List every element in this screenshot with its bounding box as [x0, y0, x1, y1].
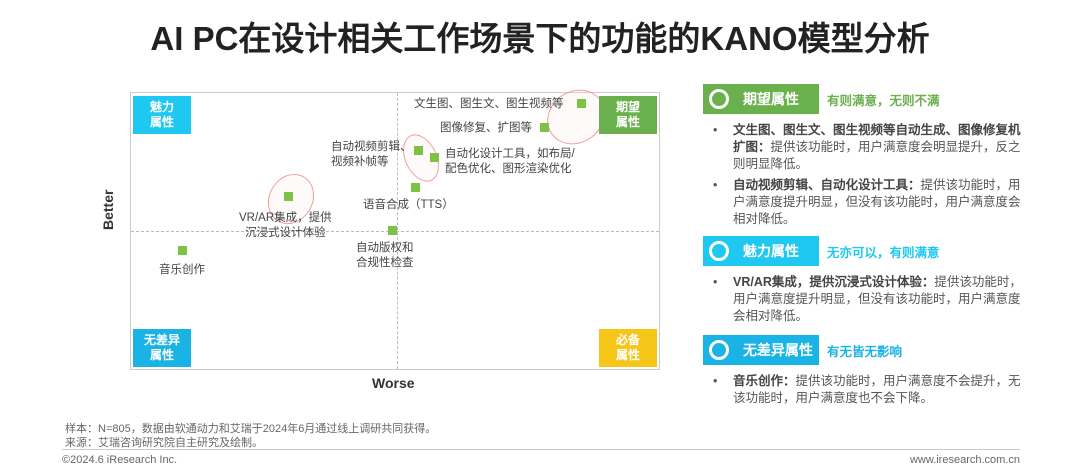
item-desc: 提供该功能时，用户满意度提升明显，但没有该功能时，用户满意度会相对降低。: [733, 178, 1021, 226]
point-label: VR/AR集成，提供 沉浸式设计体验: [239, 212, 332, 239]
quadrant-performance: 期望 属性: [599, 96, 657, 134]
quadrant-must-be: 必备 属性: [599, 329, 657, 367]
legend-title: 无差异属性: [743, 342, 813, 358]
point-label: 音乐创作: [159, 264, 205, 276]
x-axis-label: Worse: [372, 375, 415, 391]
legend-title: 期望属性: [743, 91, 799, 107]
point-label: 自动版权和 合规性检查: [356, 242, 414, 269]
data-point: [284, 192, 294, 202]
kano-chart: 魅力 属性 期望 属性 无差异 属性 必备 属性 文生图、图生文、图生视频等 图…: [130, 78, 660, 370]
legend-header: 期望属性 有则满意，无则不满: [703, 84, 1023, 114]
legend-badge: 期望属性: [703, 84, 819, 114]
item-desc: 提供该功能时，用户满意度会明显提升，反之则明显降低。: [733, 140, 1021, 171]
surprised-face-icon: [709, 241, 729, 261]
quadrant-attractive: 魅力 属性: [133, 96, 191, 134]
data-point: [429, 153, 439, 163]
point-label: 图像修复、扩图等: [440, 122, 532, 134]
point-label: 语音合成（TTS）: [363, 199, 454, 211]
legend-item: 文生图、图生文、图生视频等自动生成、图像修复机扩图：提供该功能时，用户满意度会明…: [703, 122, 1023, 173]
item-feature: VR/AR集成，提供沉浸式设计体验：: [733, 275, 935, 289]
footer-divider: [62, 449, 1020, 450]
ring-icon: [709, 89, 729, 109]
legend-section: 无差异属性 有无皆无影响音乐创作：提供该功能时，用户满意度不会提升，无该功能时，…: [703, 335, 1023, 407]
data-point: [414, 146, 424, 156]
legend-item: 音乐创作：提供该功能时，用户满意度不会提升，无该功能时，用户满意度也不会下降。: [703, 373, 1023, 407]
item-desc: 提供该功能时，用户满意度不会提升，无该功能时，用户满意度也不会下降。: [733, 374, 1021, 405]
legend-section: 期望属性 有则满意，无则不满文生图、图生文、图生视频等自动生成、图像修复机扩图：…: [703, 84, 1023, 228]
legend-header: 魅力属性 无亦可以，有则满意: [703, 236, 1023, 266]
item-desc: 提供该功能时，用户满意度提升明显，但没有该功能时，用户满意度会相对降低。: [733, 275, 1022, 323]
data-point: [387, 225, 397, 235]
item-feature: 自动视频剪辑、自动化设计工具：: [733, 178, 921, 192]
legend-title: 魅力属性: [743, 243, 799, 259]
data-point: [577, 99, 587, 109]
attribute-legend: 期望属性 有则满意，无则不满文生图、图生文、图生视频等自动生成、图像修复机扩图：…: [703, 84, 1023, 415]
gear-icon: [709, 340, 729, 360]
legend-desc: 有则满意，无则不满: [827, 93, 940, 108]
legend-desc: 有无皆无影响: [827, 344, 903, 359]
item-feature: 文生图、图生文、图生视频等自动生成、图像修复机扩图：: [733, 123, 1021, 154]
page-title: AI PC在设计相关工作场景下的功能的KANO模型分析: [150, 20, 930, 57]
website-link[interactable]: www.iresearch.com.cn: [909, 454, 1020, 466]
data-point: [411, 182, 421, 192]
data-point: [540, 122, 550, 132]
source-note: 来源：艾瑞咨询研究院自主研究及绘制。: [65, 437, 263, 449]
legend-badge: 无差异属性: [703, 335, 819, 365]
data-point: [178, 246, 188, 256]
sample-note: 样本：N=805，数据由软通动力和艾瑞于2024年6月通过线上调研共同获得。: [65, 423, 437, 435]
legend-item: 自动视频剪辑、自动化设计工具：提供该功能时，用户满意度提升明显，但没有该功能时，…: [703, 177, 1023, 228]
copyright: ©2024.6 iResearch Inc.: [62, 454, 178, 466]
point-label: 自动视频剪辑、 视频补帧等: [331, 141, 412, 168]
legend-badge: 魅力属性: [703, 236, 819, 266]
legend-section: 魅力属性 无亦可以，有则满意 VR/AR集成，提供沉浸式设计体验：提供该功能时，用…: [703, 236, 1023, 325]
quadrant-indifferent: 无差异 属性: [133, 329, 191, 367]
legend-item: VR/AR集成，提供沉浸式设计体验：提供该功能时，用户满意度提升明显，但没有该功…: [703, 274, 1023, 325]
legend-header: 无差异属性 有无皆无影响: [703, 335, 1023, 365]
legend-desc: 无亦可以，有则满意: [827, 245, 940, 260]
point-label: 文生图、图生文、图生视频等: [414, 98, 564, 110]
point-label: 自动化设计工具，如布局/ 配色优化、图形渲染优化: [445, 148, 575, 175]
item-feature: 音乐创作：: [733, 374, 796, 388]
y-axis-label: Better: [100, 189, 116, 230]
